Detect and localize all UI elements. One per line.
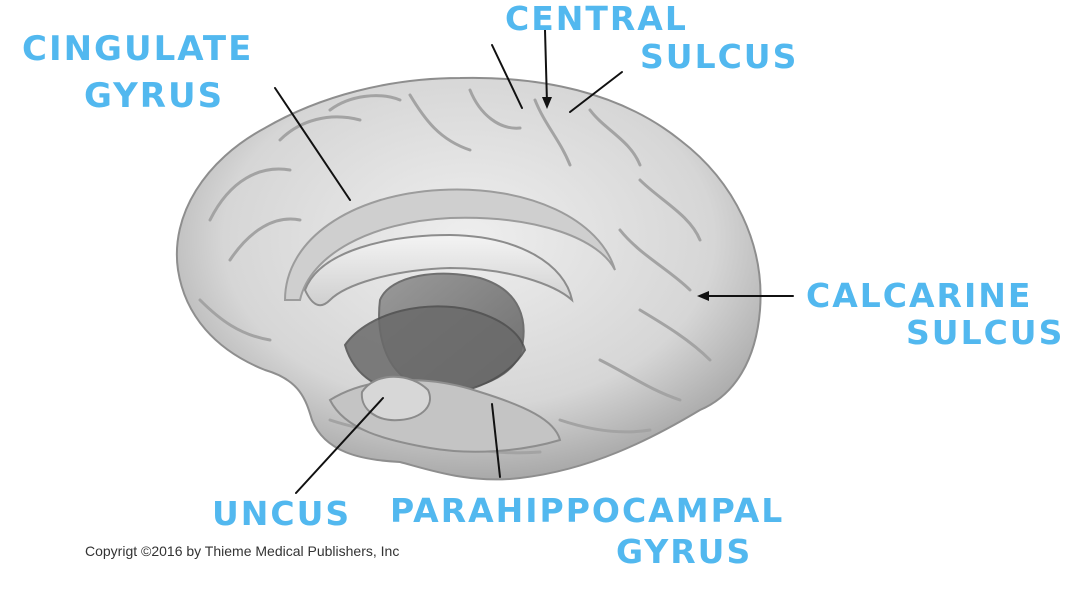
label-calcarine-line2: SULCUS [906,316,1064,349]
copyright-text: Copyrigt ©2016 by Thieme Medical Publish… [85,543,399,559]
label-parahippocampal-line2: GYRUS [616,535,752,568]
uncus-shape [362,377,430,420]
label-parahippocampal-line1: PARAHIPPOCAMPAL [390,494,784,527]
label-calcarine-line1: CALCARINE [806,279,1032,312]
label-cingulate-line2: GYRUS [84,79,224,113]
label-central-line1: CENTRAL [505,2,688,35]
label-central-line2: SULCUS [640,40,798,73]
label-uncus: UNCUS [212,497,351,530]
label-cingulate-line1: CINGULATE [22,32,253,66]
